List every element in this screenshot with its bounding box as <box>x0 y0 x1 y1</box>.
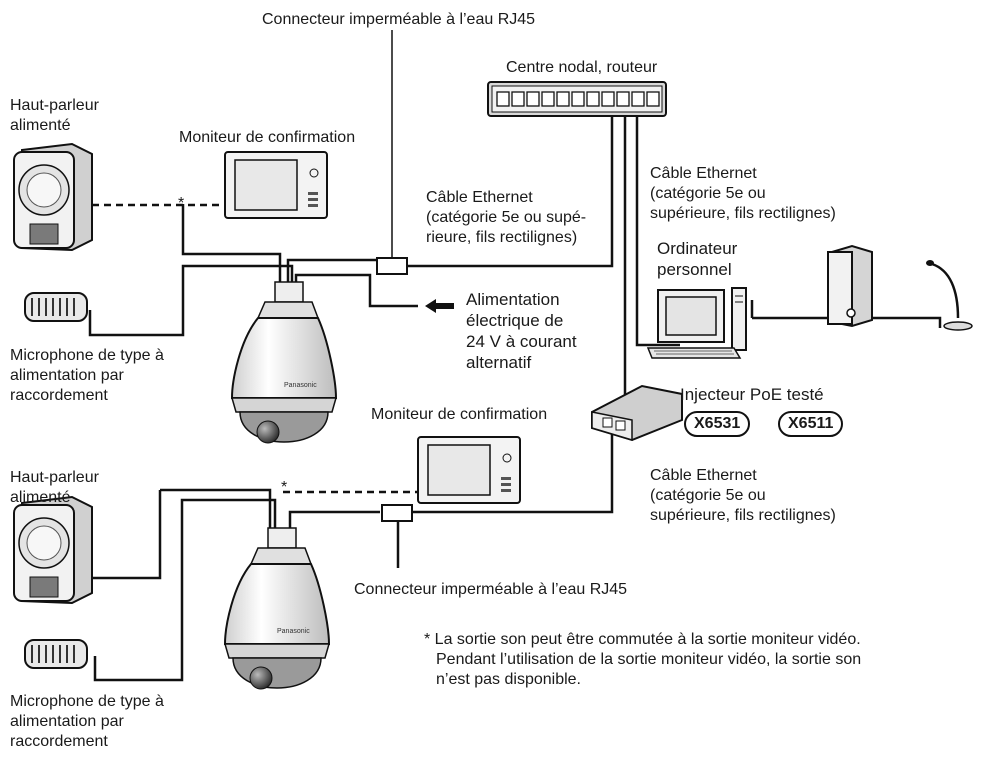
confirmation-monitor-top <box>224 151 328 219</box>
microphone-top <box>24 292 88 322</box>
monitor-label-top: Moniteur de confirmation <box>179 129 356 146</box>
cables-bottom <box>90 432 614 682</box>
poe-id-x6531: X6531 <box>684 411 751 437</box>
asterisk-bottom: * <box>281 479 288 496</box>
powered-speaker-top <box>13 142 93 252</box>
power-arrow-icon <box>425 299 454 313</box>
camera-brand-bottom: Panasonic <box>277 628 310 635</box>
rj45-connector-bottom <box>381 504 413 522</box>
hub-label: Centre nodal, routeur <box>506 59 658 76</box>
asterisk-top: * <box>178 195 185 212</box>
dome-camera-bottom: Panasonic <box>223 527 331 690</box>
poe-injector <box>591 384 683 442</box>
desk-microphone <box>926 260 973 331</box>
footnote: * La sortie son peut être commutée à la … <box>424 631 862 688</box>
rj45-connector-label-bottom: Connecteur imperméable à l’eau RJ45 <box>354 581 628 598</box>
cables-top <box>88 110 942 395</box>
poe-id-x6511: X6511 <box>778 411 844 437</box>
hub-router <box>487 81 667 117</box>
rj45-connector-label-top: Connecteur imperméable à l’eau RJ45 <box>262 11 536 28</box>
dome-camera-top: Panasonic <box>230 281 338 444</box>
monitor-label-bottom: Moniteur de confirmation <box>371 406 548 423</box>
powered-speaker-bottom <box>13 495 93 605</box>
confirmation-monitor-bottom <box>417 436 521 504</box>
rj45-connector-top <box>376 257 408 275</box>
pc-speaker <box>827 244 873 328</box>
personal-computer <box>646 287 747 359</box>
microphone-bottom <box>24 639 88 669</box>
camera-brand-top: Panasonic <box>284 382 317 389</box>
poe-injector-label: Injecteur PoE testé <box>680 385 824 404</box>
ethernet-label-top: Câble Ethernet(catégorie 5e ou supé-rieu… <box>426 189 587 246</box>
